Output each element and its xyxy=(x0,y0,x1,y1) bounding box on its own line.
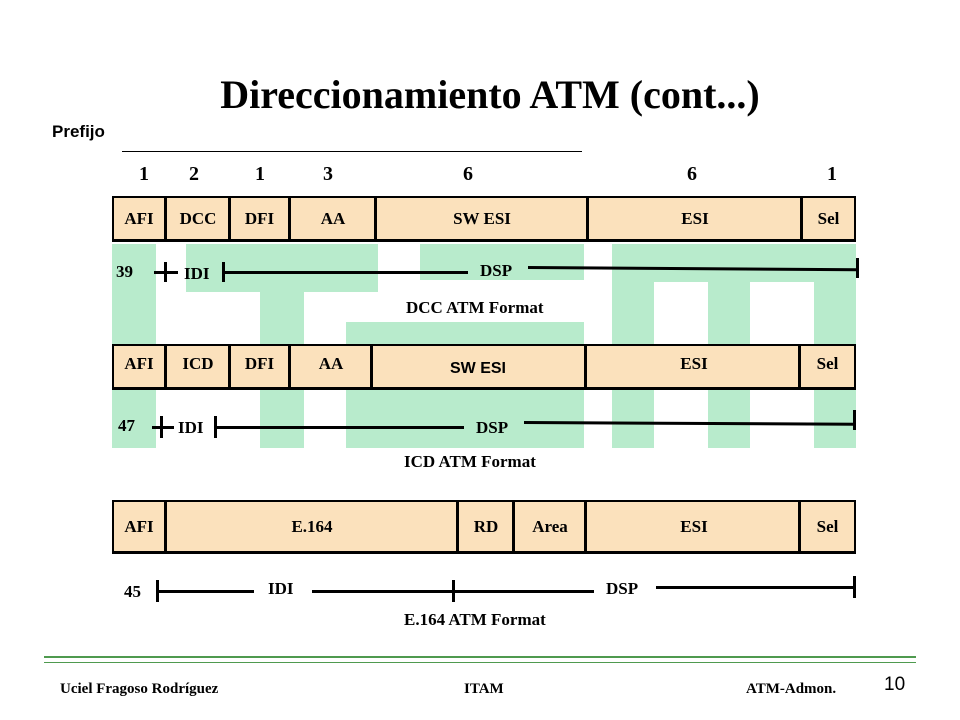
byte-count-aa: 3 xyxy=(323,163,333,185)
divider xyxy=(288,346,291,387)
dcc-format-label: DCC ATM Format xyxy=(406,298,544,317)
dcc-field-esi: ESI xyxy=(681,208,709,228)
dcc-address-row: AFI DCC DFI AA SW ESI ESI Sel xyxy=(112,196,856,242)
e164-format-label: E.164 ATM Format xyxy=(404,610,546,629)
icd-format-label: ICD ATM Format xyxy=(404,452,536,471)
divider xyxy=(164,198,167,239)
footer-rule xyxy=(44,656,916,658)
icd-marker xyxy=(160,416,163,438)
byte-count-esi: 6 xyxy=(687,163,697,185)
byte-count-dcc: 2 xyxy=(189,163,199,185)
dcc-field-sw-esi: SW ESI xyxy=(453,208,511,228)
dcc-field-dfi: DFI xyxy=(244,208,275,228)
footer-institution: ITAM xyxy=(464,681,504,697)
icd-address-row: AFI ICD DFI AA SW ESI ESI Sel xyxy=(112,344,856,390)
icd-afi-value: 47 xyxy=(118,416,135,435)
dcc-marker xyxy=(164,262,167,282)
byte-count-dfi: 1 xyxy=(255,163,265,185)
dcc-idi-line xyxy=(222,271,468,274)
byte-count-afi: 1 xyxy=(139,163,149,185)
icd-field-sw-esi: SW ESI xyxy=(449,360,506,377)
icd-field-esi: ESI xyxy=(680,354,708,373)
icd-marker xyxy=(152,426,174,429)
divider xyxy=(164,502,167,551)
e164-dsp-label: DSP xyxy=(606,579,639,598)
e164-idi-line-left xyxy=(156,590,254,593)
e164-field-area: Area xyxy=(532,516,568,536)
esi-sel-top-band xyxy=(612,244,856,282)
divider xyxy=(288,198,291,239)
divider xyxy=(798,502,801,551)
divider xyxy=(164,346,167,387)
divider xyxy=(456,502,459,551)
e164-field-afi: AFI xyxy=(124,516,154,536)
divider xyxy=(800,198,803,239)
icd-field-dfi: DFI xyxy=(244,354,275,373)
byte-count-sw-esi: 6 xyxy=(463,163,473,185)
page-number: 10 xyxy=(884,674,906,695)
e164-rd-tick xyxy=(452,580,455,602)
e164-field-sel: Sel xyxy=(816,516,839,536)
sw-esi-top-band xyxy=(420,244,584,280)
e164-dsp-tick xyxy=(853,576,856,598)
e164-idi-label: IDI xyxy=(268,579,294,598)
footer-course: ATM-Admon. xyxy=(746,681,837,697)
dcc-field-sel: Sel xyxy=(817,208,840,228)
divider xyxy=(584,502,587,551)
icd-idi-line xyxy=(214,426,464,429)
dcc-field-afi: AFI xyxy=(124,208,154,228)
divider xyxy=(586,198,589,239)
prefix-label: Prefijo xyxy=(52,122,105,141)
footer-author: Uciel Fragoso Rodríguez xyxy=(60,681,219,697)
dcc-field-dcc: DCC xyxy=(179,208,217,228)
dcc-idi-label: IDI xyxy=(184,264,210,283)
divider xyxy=(584,346,587,387)
e164-afi-value: 45 xyxy=(124,582,141,601)
icd-idi-label: IDI xyxy=(178,418,204,437)
e164-address-row: AFI E.164 RD Area ESI Sel xyxy=(112,500,856,554)
icd-dsp-tick xyxy=(853,410,856,430)
icd-dsp-label: DSP xyxy=(476,418,509,437)
divider xyxy=(228,198,231,239)
divider xyxy=(798,346,801,387)
byte-count-sel: 1 xyxy=(827,163,837,185)
e164-dsp-line xyxy=(656,586,856,589)
page-title: Direccionamiento ATM (cont...) xyxy=(220,72,760,117)
e164-field-e164: E.164 xyxy=(291,516,333,536)
icd-field-icd: ICD xyxy=(182,354,214,373)
divider xyxy=(512,502,515,551)
dcc-afi-value: 39 xyxy=(116,262,133,281)
e164-field-rd: RD xyxy=(473,516,499,536)
divider xyxy=(370,346,373,387)
icd-field-sel: Sel xyxy=(816,354,839,373)
e164-field-esi: ESI xyxy=(680,516,708,536)
divider xyxy=(374,198,377,239)
dcc-dsp-tick xyxy=(856,258,859,278)
dcc-dsp-label: DSP xyxy=(480,261,513,280)
dcc-field-aa: AA xyxy=(320,208,346,228)
divider xyxy=(228,346,231,387)
icd-field-afi: AFI xyxy=(124,354,154,373)
footer-rule-thin xyxy=(44,662,916,663)
prefix-underline xyxy=(122,151,582,152)
icd-field-aa: AA xyxy=(318,354,344,373)
